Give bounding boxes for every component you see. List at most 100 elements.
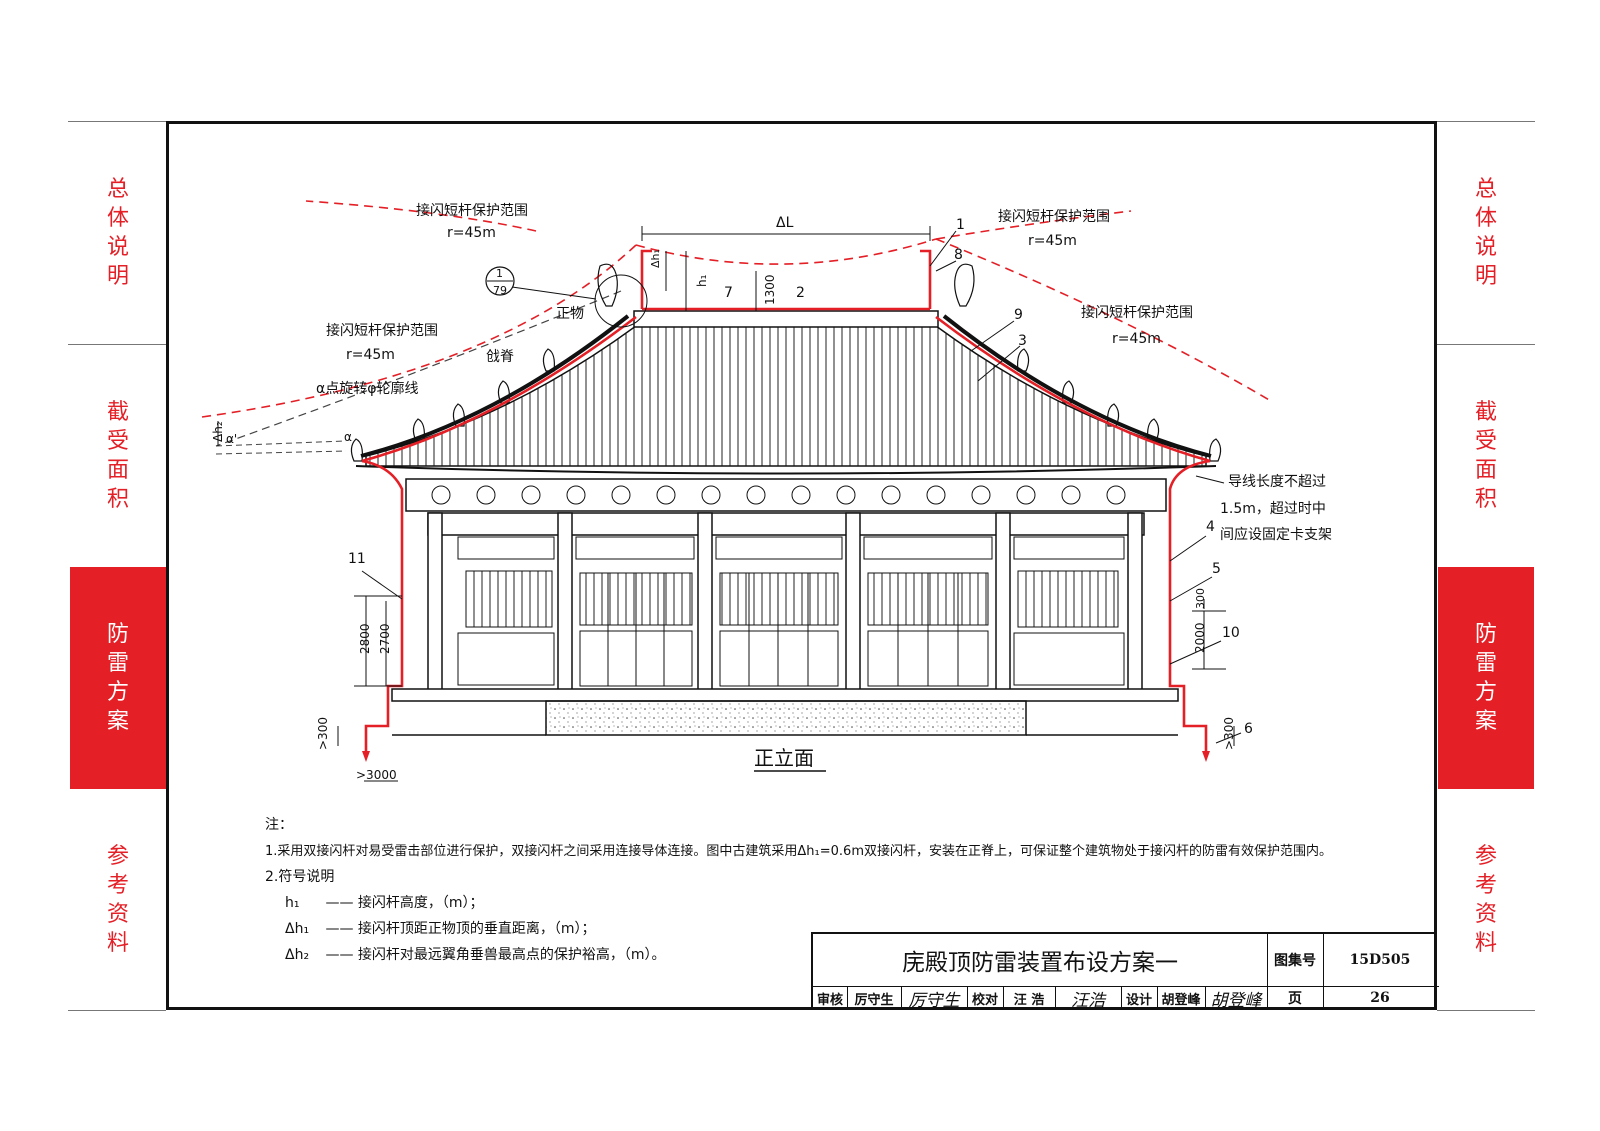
detail-ref-bottom: 79 (493, 284, 507, 297)
dim-delta-l: ΔL (776, 215, 794, 231)
label-a-prime: α' (226, 432, 237, 446)
transom-panels (457, 536, 1125, 560)
downlead-note-3: 间应设固定卡支架 (1220, 526, 1332, 543)
protection-label-2-radius: r=45m (1028, 233, 1077, 249)
side-tab-char: 受 (106, 429, 129, 454)
callout-5: 5 (1212, 561, 1221, 577)
drawing-title: 庑殿顶防雷装置布设方案一 (902, 950, 1178, 976)
protection-label-4-radius: r=45m (1112, 331, 1161, 347)
rule-bottom-right (1437, 1010, 1535, 1011)
dim-300-right: 300 (1194, 588, 1207, 609)
protection-label-2-title: 接闪短杆保护范围 (998, 208, 1110, 225)
side-tab-char: 说 (1474, 235, 1497, 260)
foundation-hatch (545, 700, 1027, 736)
side-tab-left-0[interactable]: 总体说明 (70, 122, 166, 344)
detail-zoom-circle (594, 274, 648, 328)
symbol-row-1: h₁ —— 接闪杆高度，（m）； (285, 895, 484, 911)
side-tab-right-3[interactable]: 参考资料 (1438, 789, 1534, 1010)
side-tab-char: 资 (1474, 901, 1497, 927)
side-tab-char: 明 (1474, 264, 1497, 289)
side-tab-char: 说 (106, 235, 129, 260)
protection-label-1-radius: r=45m (447, 225, 496, 241)
side-tab-left-1[interactable]: 截受面积 (70, 345, 166, 567)
side-tab-char: 料 (106, 930, 129, 956)
rule-top-left (68, 121, 166, 122)
main-ridge (633, 310, 939, 328)
side-tab-char: 案 (106, 709, 129, 734)
check-label: 校对 (971, 992, 998, 1008)
side-tab-char: 防 (1474, 622, 1497, 647)
side-tab-char: 面 (1474, 458, 1497, 483)
protection-arc-left-mid (201, 244, 637, 418)
rotation-contour-line (215, 290, 622, 447)
side-tab-char: 积 (106, 487, 129, 512)
side-tab-left-2[interactable]: 防雷方案 (70, 567, 166, 789)
callout-2: 2 (796, 285, 805, 301)
protection-arc-right-mid (935, 238, 1272, 402)
callout-1: 1 (956, 217, 965, 233)
leader-lines (361, 230, 1242, 744)
title-block: 庑殿顶防雷装置布设方案一 图集号 15D505 页 26 审核 厉守生 厉守生 … (811, 932, 1439, 1011)
hip-conductor-right (935, 315, 1211, 463)
label-qiaji: 戗脊 (486, 349, 514, 365)
hip-ridge-right (942, 314, 1212, 458)
side-tab-char: 防 (106, 622, 129, 647)
protection-label-3-title: 接闪短杆保护范围 (326, 322, 438, 339)
drawing-frame (166, 121, 1437, 1010)
callout-3: 3 (1018, 333, 1027, 349)
air-terminal-left (640, 249, 652, 309)
side-tab-char: 截 (106, 400, 129, 425)
design-label: 设计 (1125, 992, 1152, 1008)
page-number: 26 (1370, 990, 1390, 1006)
side-tab-char: 方 (1474, 680, 1497, 705)
air-terminal-right (920, 249, 932, 309)
side-tab-char: 考 (106, 872, 129, 898)
reviewer-name: 厉守生 (854, 992, 894, 1008)
notes-line-2: 2.符号说明 (265, 869, 335, 885)
symbol-delta-h1-desc: 接闪杆顶距正物顶的垂直距离，（m）； (357, 921, 596, 937)
side-tab-char: 参 (1474, 843, 1497, 869)
hip-conductor-left (361, 315, 637, 463)
door-panels (457, 573, 1125, 687)
label-delta-h2: Δh₂ (211, 421, 225, 442)
notes-line-1: 1.采用双接闪杆对易受雷击部位进行保护，双接闪杆之间采用连接导体连接。图中古建筑… (265, 844, 1332, 859)
front-elevation-drawing: 接闪短杆保护范围 r=45m 接闪短杆保护范围 r=45m 接闪短杆保护范围 r… (201, 200, 1332, 782)
callout-10: 10 (1222, 625, 1240, 641)
eave-line (355, 465, 1217, 475)
downlead-left (361, 459, 404, 751)
rule-mid1-right (1437, 344, 1535, 345)
lightning-protection-system (361, 249, 1211, 751)
side-tab-right-0[interactable]: 总体说明 (1438, 122, 1534, 344)
dim-2800: 2800 (358, 623, 372, 654)
ground-arrow-left (362, 751, 370, 762)
rule-bottom-left (68, 1010, 166, 1011)
page-label: 页 (1288, 991, 1302, 1007)
symbol-delta-h1: Δh₁ (285, 921, 310, 937)
side-tab-right-1[interactable]: 截受面积 (1438, 345, 1534, 567)
hip-ridge-left (360, 314, 630, 458)
side-tab-char: 体 (106, 206, 129, 231)
label-a: α (344, 430, 352, 444)
ridge-ornaments (350, 263, 1222, 462)
dim-gt3000: >3000 (356, 768, 397, 782)
side-tab-char: 总 (106, 177, 129, 202)
bracket-band (405, 478, 1167, 512)
dim-delta-h1: Δh₁ (649, 249, 662, 268)
checker-name: 汪 浩 (1013, 992, 1045, 1008)
review-label: 审核 (816, 992, 843, 1008)
side-tab-left-3[interactable]: 参考资料 (70, 789, 166, 1010)
downlead-note-1: 导线长度不超过 (1228, 474, 1326, 490)
side-tab-char: 案 (1474, 709, 1497, 734)
dim-2000-right: 2000 (1193, 622, 1207, 653)
designer-name: 胡登峰 (1161, 992, 1201, 1008)
side-tab-char: 明 (106, 264, 129, 289)
side-tab-char: 总 (1474, 177, 1497, 202)
stylobate (391, 688, 1179, 702)
view-title: 正立面 (754, 746, 814, 770)
symbol-delta-h2-desc: 接闪杆对最远翼角垂兽最高点的保护裕高，（m）。 (357, 947, 666, 963)
designer-signature: 胡登峰 (1210, 990, 1262, 1011)
side-tab-char: 面 (106, 458, 129, 483)
side-tab-right-2[interactable]: 防雷方案 (1438, 567, 1534, 789)
symbol-row-3: Δh₂ —— 接闪杆对最远翼角垂兽最高点的保护裕高，（m）。 (285, 947, 666, 963)
protection-label-3-radius: r=45m (346, 347, 395, 363)
